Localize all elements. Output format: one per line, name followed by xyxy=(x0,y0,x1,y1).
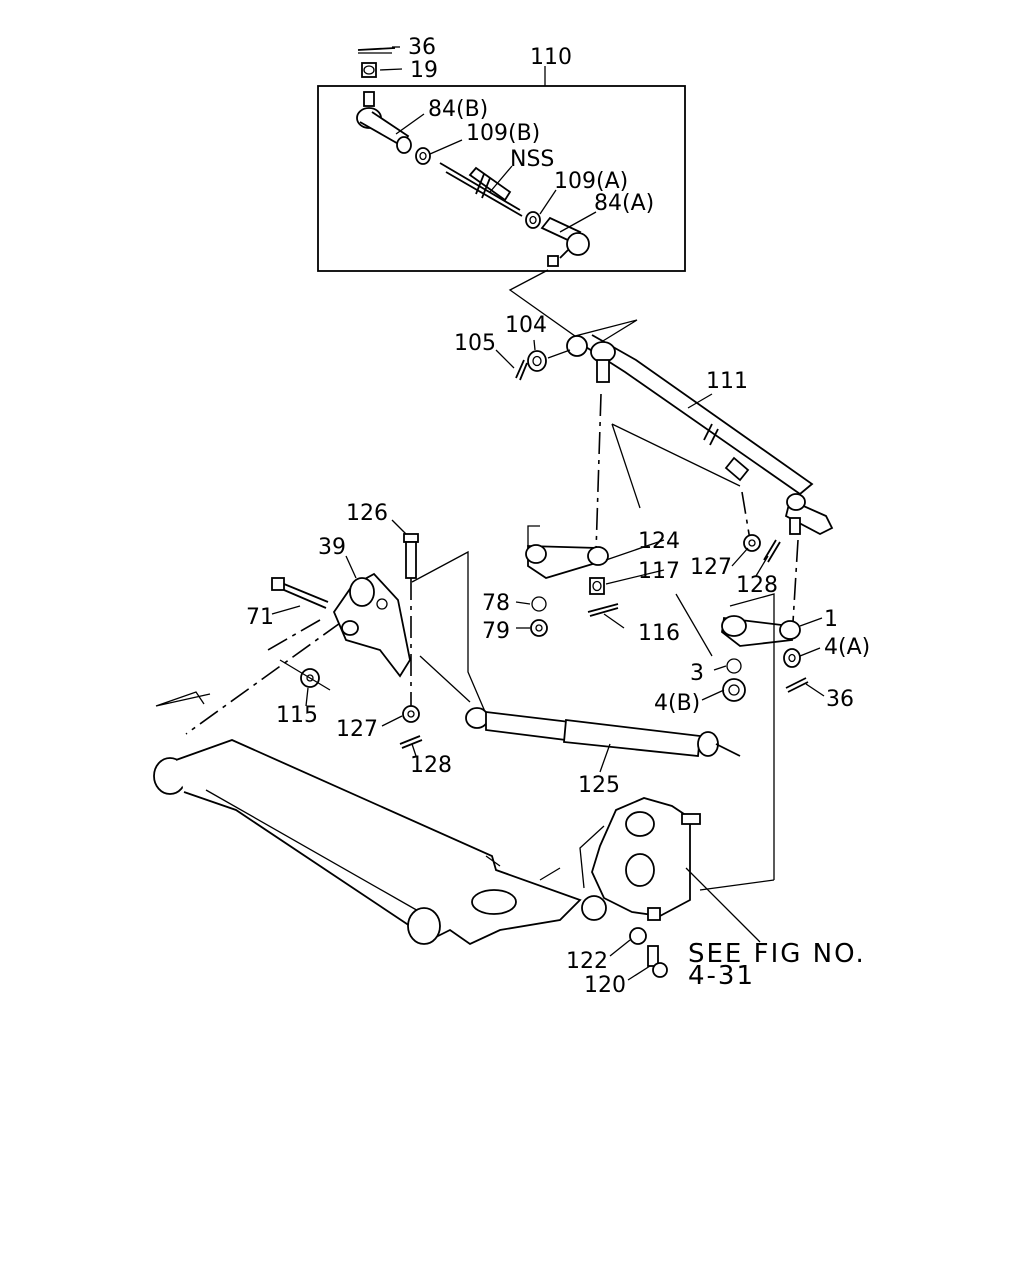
bushing-4b xyxy=(722,678,746,702)
callout-79: 79 xyxy=(482,619,510,644)
tie-rod-end-84b xyxy=(356,91,412,154)
arm-1 xyxy=(721,593,801,880)
callout-128-left: 128 xyxy=(410,753,452,778)
leader-frame-bracket xyxy=(279,550,487,715)
bolt-126 xyxy=(403,533,419,579)
callout-125: 125 xyxy=(578,773,620,798)
callout-4a: 4(A) xyxy=(824,635,870,660)
assembly-110-box xyxy=(317,85,686,272)
callout-4b: 4(B) xyxy=(654,691,700,716)
arm-124 xyxy=(525,525,609,579)
callout-117: 117 xyxy=(638,559,680,584)
nut-19 xyxy=(361,62,377,78)
callout-1: 1 xyxy=(824,607,838,632)
callout-109a: 109(A) xyxy=(554,169,628,194)
callout-104: 104 xyxy=(505,313,547,338)
cotter-pin-116 xyxy=(587,603,619,617)
callout-84a: 84(A) xyxy=(594,191,654,216)
washer-122 xyxy=(629,927,647,945)
leader-gear-ref xyxy=(685,867,775,943)
reference-note-line1: SEE FIG NO. xyxy=(688,939,866,969)
reference-note-line2: 4-31 xyxy=(688,961,755,991)
callout-124: 124 xyxy=(638,529,680,554)
callout-126: 126 xyxy=(346,501,388,526)
cotter-pin-36-right xyxy=(785,677,809,693)
relay-rod-111 xyxy=(566,334,834,536)
shock-absorber-125 xyxy=(465,707,741,757)
callout-78: 78 xyxy=(482,591,510,616)
callout-128-right: 128 xyxy=(736,573,778,598)
nut-127-right xyxy=(743,534,761,552)
washer-3 xyxy=(726,658,742,674)
callout-19: 19 xyxy=(410,58,438,83)
nut-127-left xyxy=(402,705,420,723)
callout-39: 39 xyxy=(318,535,346,560)
callout-110: 110 xyxy=(530,45,572,70)
steering-gear xyxy=(579,797,701,921)
callout-84b: 84(B) xyxy=(428,97,488,122)
bracket-39 xyxy=(332,572,411,678)
tie-rod-end-84a xyxy=(540,216,590,267)
nut-104 xyxy=(527,349,571,372)
alignment-line-1 xyxy=(595,393,602,553)
cotter-pin-36-top xyxy=(357,47,396,54)
callout-116: 116 xyxy=(638,621,680,646)
callout-36-top: 36 xyxy=(408,35,436,60)
alignment-line-2 xyxy=(741,491,751,541)
leader-frame-124 xyxy=(611,423,741,509)
callout-127-right: 127 xyxy=(690,555,732,580)
callout-leaders xyxy=(271,46,825,981)
callout-115: 115 xyxy=(276,703,318,728)
callout-71: 71 xyxy=(246,605,274,630)
callout-109b: 109(B) xyxy=(466,121,540,146)
callout-3: 3 xyxy=(690,661,704,686)
axle-beam xyxy=(153,691,582,946)
callout-111: 111 xyxy=(706,369,748,394)
nut-79 xyxy=(530,619,548,637)
bolt-120 xyxy=(647,945,668,978)
cotter-pin-105 xyxy=(515,359,528,381)
nut-117 xyxy=(589,577,605,595)
callout-127-left: 127 xyxy=(336,717,378,742)
nut-4a xyxy=(783,648,801,668)
callout-122: 122 xyxy=(566,949,608,974)
cotter-pin-128-right xyxy=(763,539,781,563)
callout-nss: NSS xyxy=(510,147,554,172)
nut-109a xyxy=(525,211,541,229)
cotter-pin-128-left xyxy=(399,735,423,749)
leader-117-3 xyxy=(675,593,713,657)
callout-105: 105 xyxy=(454,331,496,356)
alignment-line-6 xyxy=(267,619,321,651)
adjusting-rod-nss xyxy=(439,162,523,217)
callout-36-right: 36 xyxy=(826,687,854,712)
washer-78 xyxy=(531,596,547,612)
alignment-line-3 xyxy=(792,539,799,623)
bolt-71 xyxy=(271,577,329,609)
callout-120: 120 xyxy=(584,973,626,998)
nut-109b xyxy=(415,147,431,165)
